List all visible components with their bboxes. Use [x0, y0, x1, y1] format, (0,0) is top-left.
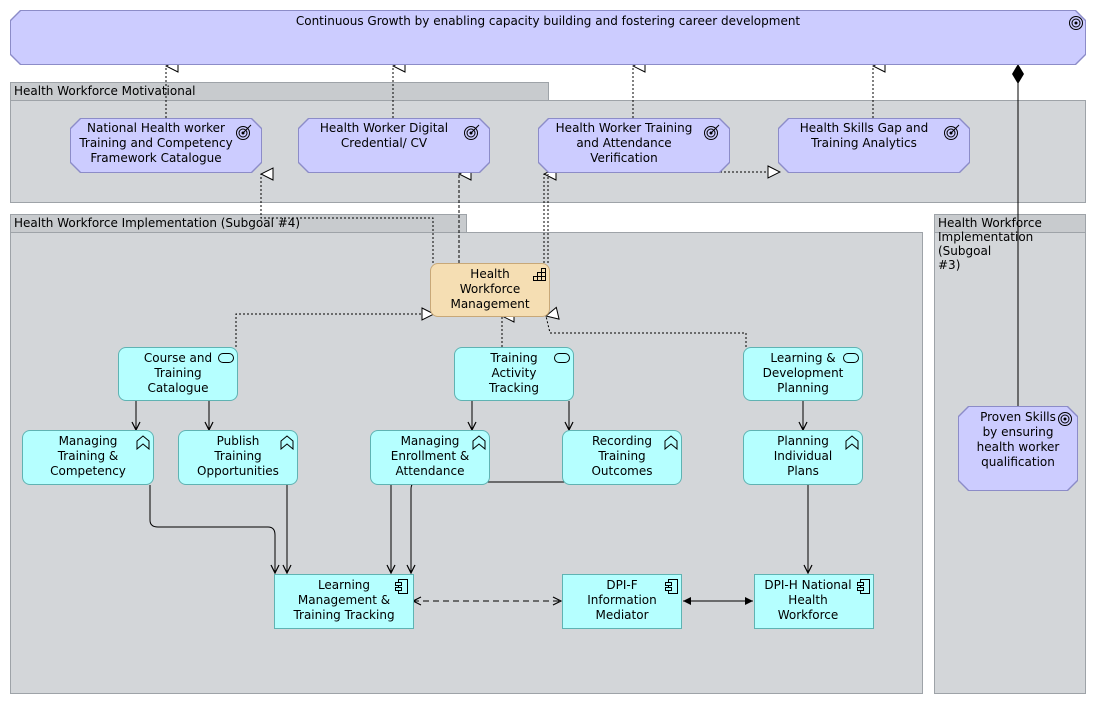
goal-label: Health Worker Digital Credential/ CV: [319, 121, 449, 150]
function-label: Recording Training Outcomes: [591, 434, 653, 478]
goal-digital-credential-cv[interactable]: Health Worker Digital Credential/ CV: [298, 118, 490, 173]
top-goal[interactable]: Continuous Growth by enabling capacity b…: [10, 10, 1086, 65]
component-icon: [665, 579, 678, 594]
goal-icon: [463, 124, 481, 140]
component-label: DPI-F Information Mediator: [587, 578, 657, 622]
goal-label: Health Worker Training and Attendance Ve…: [555, 121, 693, 165]
function-publish-training-opportunities[interactable]: Publish Training Opportunities: [178, 430, 298, 485]
function-icon: [280, 435, 294, 450]
function-managing-enrollment-attendance[interactable]: Managing Enrollment & Attendance: [370, 430, 490, 485]
goal-icon: [1057, 411, 1073, 427]
function-label: Publish Training Opportunities: [197, 434, 279, 478]
goal-label: Health Skills Gap and Training Analytics: [799, 121, 929, 150]
goal-proven-skills[interactable]: Proven Skills by ensuring health worker …: [958, 406, 1078, 491]
service-icon: [843, 353, 859, 363]
goal-icon: [235, 124, 253, 140]
function-icon: [664, 435, 678, 450]
capability-health-workforce-management[interactable]: Health Workforce Management: [430, 263, 550, 317]
component-label: Learning Management & Training Tracking: [293, 578, 395, 622]
function-recording-training-outcomes[interactable]: Recording Training Outcomes: [562, 430, 682, 485]
component-dpi-h-national-health-workforce[interactable]: DPI-H National Health Workforce: [754, 574, 874, 629]
service-label: Course and Training Catalogue: [143, 351, 213, 395]
group-label-motivational: Health Workforce Motivational: [14, 84, 196, 98]
goal-training-attendance-verification[interactable]: Health Worker Training and Attendance Ve…: [538, 118, 730, 173]
group-tab-implementation-subgoal-3: [934, 214, 1086, 233]
function-icon: [845, 435, 859, 450]
function-label: Managing Enrollment & Attendance: [390, 434, 470, 478]
service-label: Learning & Development Planning: [762, 351, 844, 395]
function-label: Managing Training & Competency: [50, 434, 126, 478]
component-dpi-f-information-mediator[interactable]: DPI-F Information Mediator: [562, 574, 682, 629]
top-goal-label: Continuous Growth by enabling capacity b…: [295, 14, 801, 28]
group-label-implementation-subgoal-3: Health Workforce Implementation (Subgoal…: [938, 216, 1042, 272]
service-course-training-catalogue[interactable]: Course and Training Catalogue: [118, 347, 238, 401]
goal-label: National Health worker Training and Comp…: [79, 121, 233, 165]
capability-label: Health Workforce Management: [450, 267, 530, 311]
capability-icon: [533, 268, 546, 281]
component-label: DPI-H National Health Workforce: [764, 578, 852, 622]
composition-diamond: [1012, 64, 1024, 84]
goal-icon: [1068, 15, 1084, 31]
function-label: Planning Individual Plans: [773, 434, 833, 478]
function-planning-individual-plans[interactable]: Planning Individual Plans: [743, 430, 863, 485]
goal-label: Proven Skills by ensuring health worker …: [976, 410, 1060, 469]
service-training-activity-tracking[interactable]: Training Activity Tracking: [454, 347, 574, 401]
function-icon: [136, 435, 150, 450]
component-icon: [395, 579, 408, 594]
function-managing-training-competency[interactable]: Managing Training & Competency: [22, 430, 154, 485]
group-label-implementation-subgoal-4: Health Workforce Implementation (Subgoal…: [14, 216, 301, 230]
function-icon: [472, 435, 486, 450]
goal-skills-gap-analytics[interactable]: Health Skills Gap and Training Analytics: [778, 118, 970, 173]
group-tab-implementation-subgoal-4[interactable]: Health Workforce Implementation (Subgoal…: [10, 214, 467, 233]
group-tab-motivational[interactable]: Health Workforce Motivational: [10, 82, 549, 101]
goal-training-competency-catalogue[interactable]: National Health worker Training and Comp…: [70, 118, 262, 173]
goal-icon: [943, 124, 961, 140]
component-icon: [857, 579, 870, 594]
component-learning-management[interactable]: Learning Management & Training Tracking: [274, 574, 414, 629]
service-label: Training Activity Tracking: [489, 351, 539, 395]
service-learning-development-planning[interactable]: Learning & Development Planning: [743, 347, 863, 401]
goal-icon: [703, 124, 721, 140]
service-icon: [554, 353, 570, 363]
service-icon: [218, 353, 234, 363]
